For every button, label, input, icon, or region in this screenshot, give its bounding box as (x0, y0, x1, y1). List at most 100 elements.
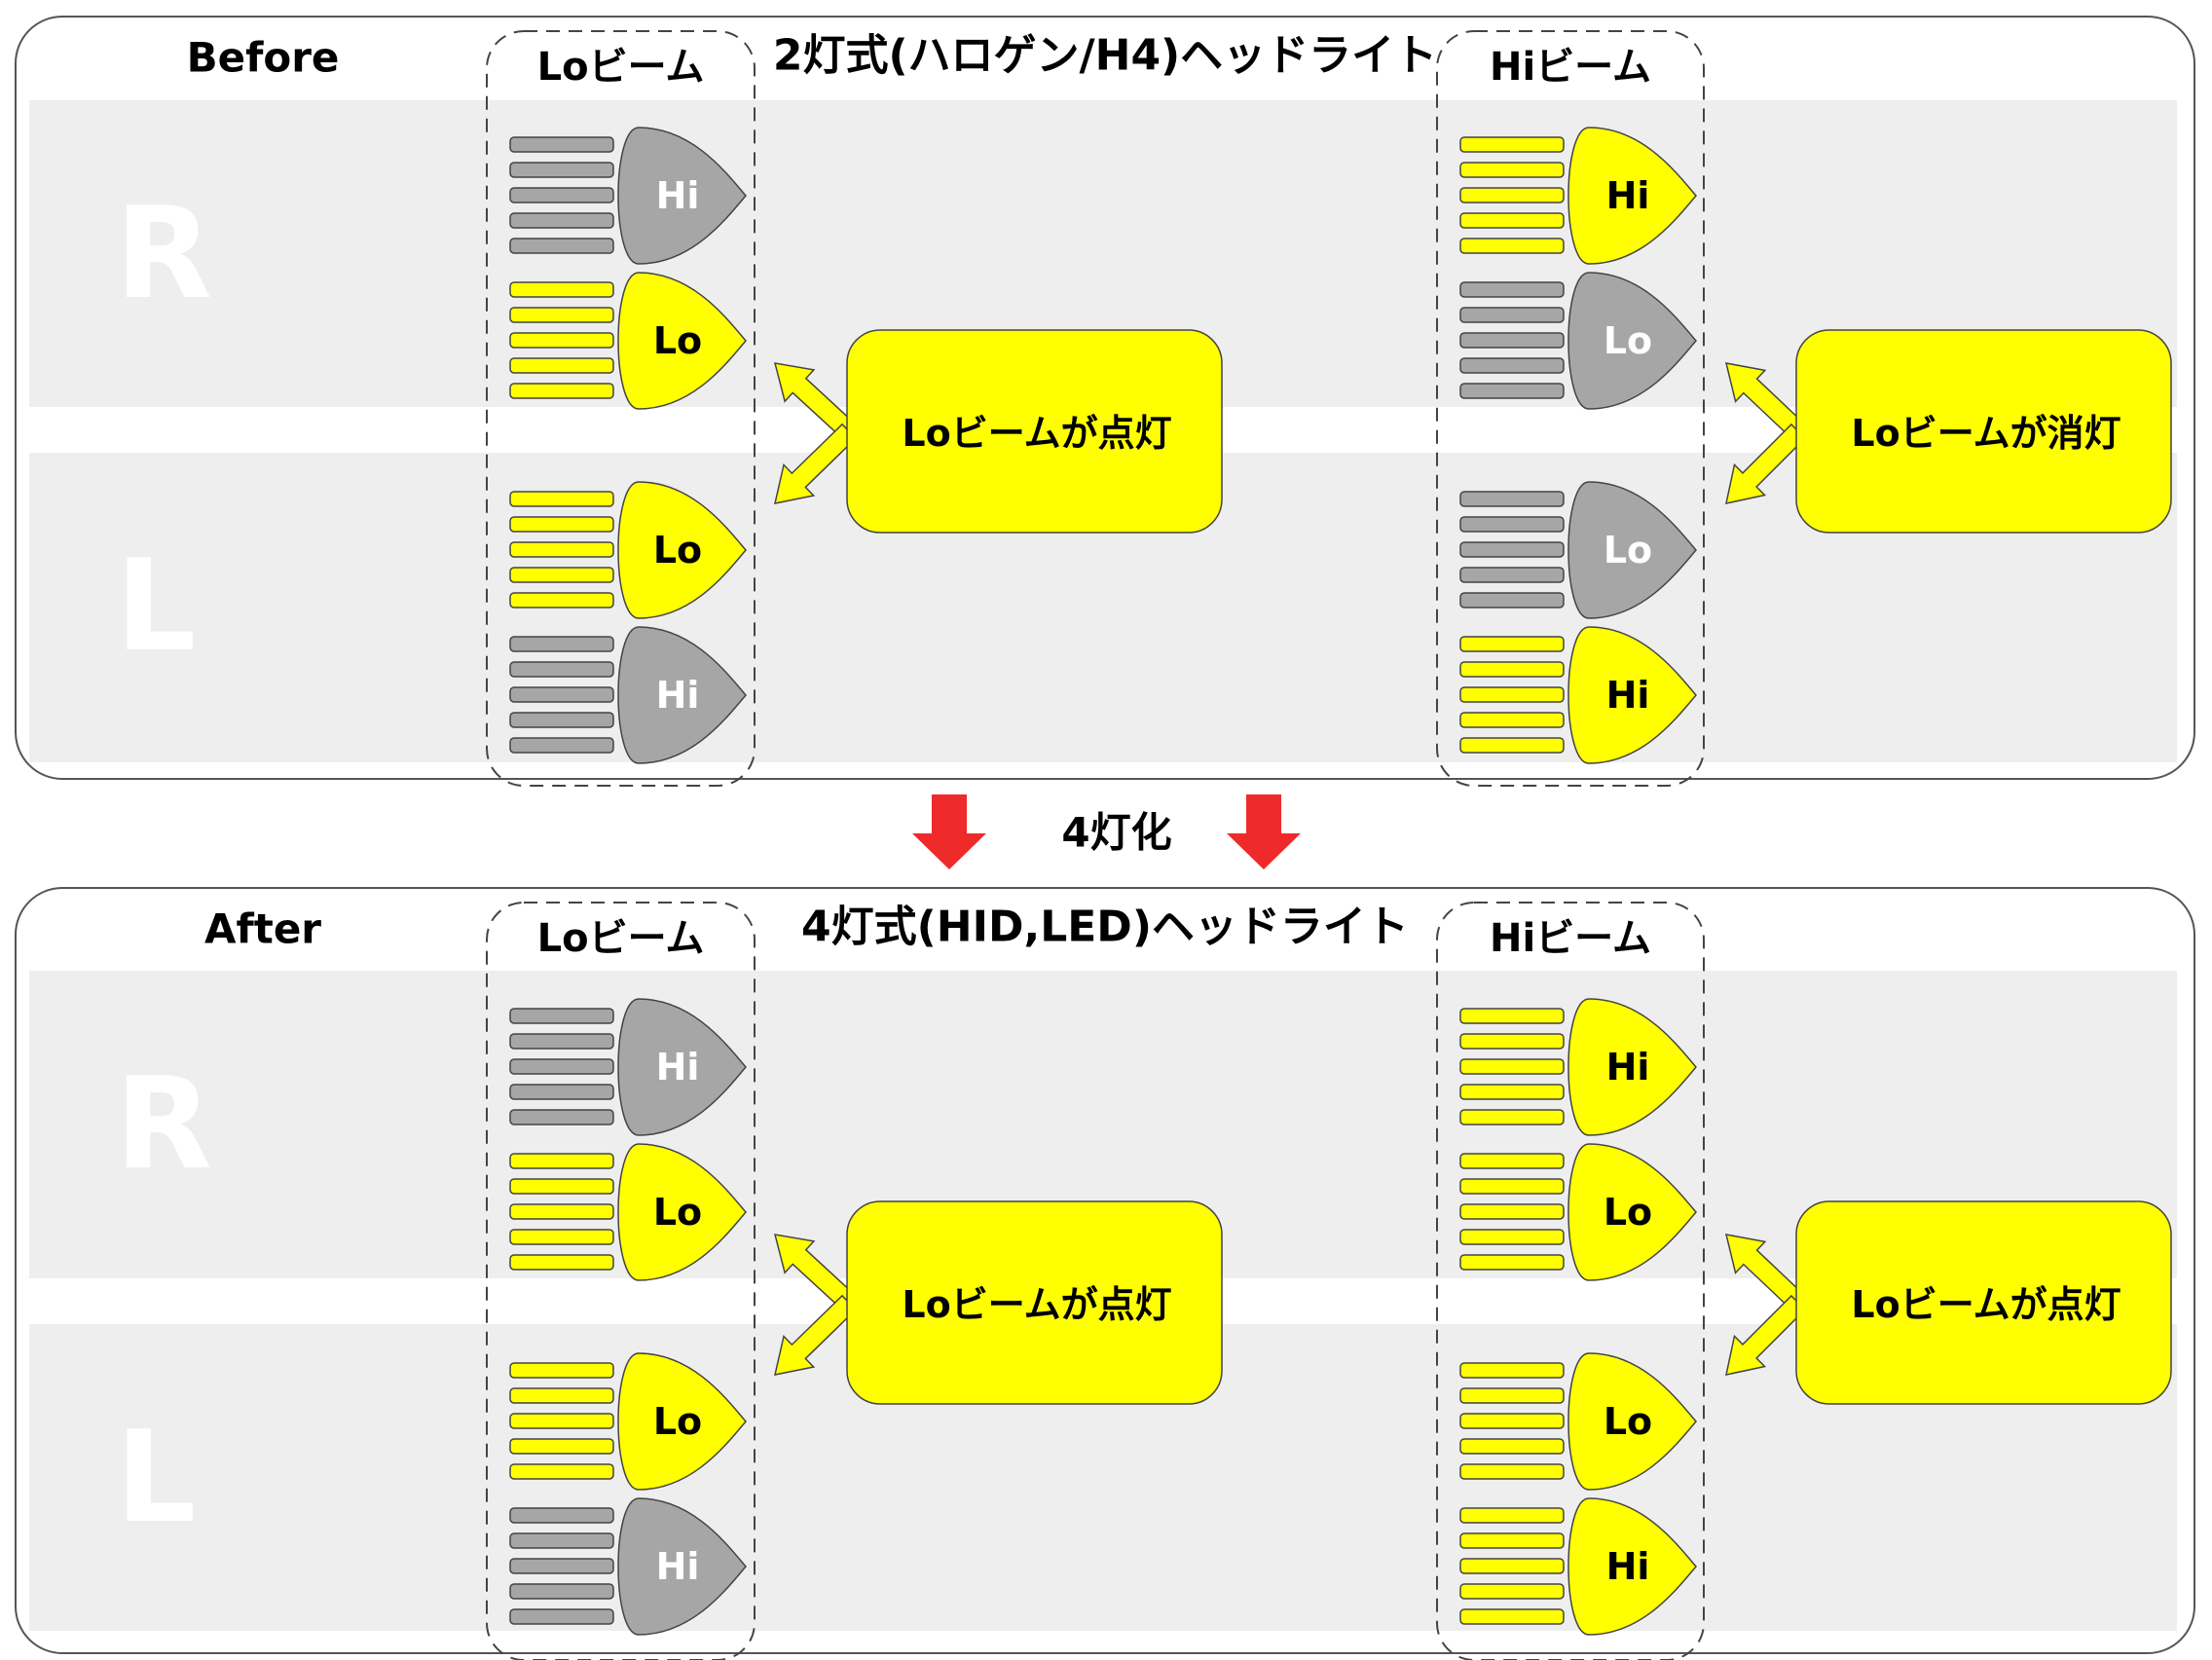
light-ray (1459, 636, 1565, 652)
light-ray (1459, 1463, 1565, 1480)
lamp-label: Lo (1604, 319, 1652, 362)
light-ray (1459, 1387, 1565, 1404)
status-text: Loビームが点灯 (902, 1283, 1171, 1326)
side-label-r: R (115, 179, 212, 327)
light-ray (509, 592, 614, 609)
lamp-lens (617, 1497, 747, 1636)
light-ray (1459, 661, 1565, 678)
light-ray (1459, 1203, 1565, 1220)
light-ray (509, 1153, 614, 1169)
light-ray (509, 1558, 614, 1574)
callout-arrow (1725, 423, 1807, 504)
light-ray (1459, 1008, 1565, 1024)
light-ray (509, 1109, 614, 1125)
panel-label: Before (187, 34, 340, 82)
status-callout: Loビームが点灯 (773, 1200, 1223, 1405)
light-ray (1459, 737, 1565, 754)
lamp: Hi (509, 998, 747, 1136)
light-ray (1459, 1608, 1565, 1625)
light-ray (1459, 1153, 1565, 1169)
light-ray (509, 1532, 614, 1549)
lamp-label: Hi (1606, 174, 1650, 217)
lamp-label: Hi (1606, 674, 1650, 717)
light-ray (509, 1438, 614, 1455)
light-ray (1459, 162, 1565, 178)
lamp: Lo (509, 1143, 747, 1281)
callout-arrow (774, 423, 858, 504)
panel-label: After (204, 905, 321, 953)
panel-title: 2灯式(ハロゲン/H4)ヘッドライト (773, 31, 1437, 81)
light-ray (1459, 592, 1565, 609)
status-box (1795, 1200, 2172, 1405)
light-ray (1459, 1362, 1565, 1379)
light-ray (509, 187, 614, 203)
light-ray (1459, 238, 1565, 254)
beam-group-box (486, 902, 756, 1660)
lamp-label: Lo (653, 529, 702, 572)
light-ray (509, 1058, 614, 1075)
lamp-label: Lo (1604, 529, 1652, 572)
light-ray (1459, 1109, 1565, 1125)
lamp-lens (617, 481, 747, 619)
light-ray (509, 162, 614, 178)
lamp: Hi (1459, 127, 1697, 265)
lamp-label: Hi (656, 1046, 700, 1088)
light-ray (509, 383, 614, 399)
light-ray (509, 281, 614, 298)
lamp: Hi (509, 127, 747, 265)
light-ray (509, 737, 614, 754)
lamp-label: Hi (656, 674, 700, 717)
panel-title: 4灯式(HID,LED)ヘッドライト (801, 903, 1409, 952)
light-ray (1459, 357, 1565, 374)
beam-group-header: Loビーム (537, 916, 705, 961)
light-ray (509, 1413, 614, 1429)
light-ray (509, 1084, 614, 1100)
light-ray (1459, 383, 1565, 399)
light-ray (509, 1203, 614, 1220)
beam-group-header: Loビーム (537, 45, 705, 90)
lamp-label: Lo (1604, 1191, 1652, 1234)
lamp: Lo (509, 481, 747, 619)
lamp-lens (1567, 481, 1697, 619)
light-ray (1459, 1558, 1565, 1574)
light-ray (509, 1608, 614, 1625)
light-ray (509, 1507, 614, 1524)
lamp-lens (617, 272, 747, 410)
light-ray (1459, 187, 1565, 203)
light-ray (509, 1229, 614, 1245)
light-ray (1459, 1413, 1565, 1429)
light-ray (509, 567, 614, 583)
lamp-label: Lo (653, 319, 702, 362)
lamp: Lo (509, 272, 747, 410)
lamp-label: Hi (656, 174, 700, 217)
lamp-lens (1567, 1352, 1697, 1491)
lamp-lens (617, 1352, 747, 1491)
light-ray (1459, 1033, 1565, 1050)
light-ray (1459, 1532, 1565, 1549)
light-ray (509, 1178, 614, 1195)
transition: 4灯化 (912, 794, 1301, 869)
lamp: Hi (509, 626, 747, 764)
lamp: Hi (1459, 626, 1697, 764)
light-ray (509, 1362, 614, 1379)
status-text: Loビームが点灯 (1851, 1283, 2120, 1326)
light-ray (1459, 1058, 1565, 1075)
light-ray (509, 661, 614, 678)
lamp-lens (617, 127, 747, 265)
light-ray (509, 136, 614, 153)
light-ray (509, 1008, 614, 1024)
light-ray (509, 307, 614, 323)
status-callout: Loビームが消灯 (1724, 329, 2172, 534)
side-label-r: R (115, 1050, 212, 1198)
light-ray (1459, 1438, 1565, 1455)
light-ray (509, 1583, 614, 1600)
lamp-label: Hi (1606, 1545, 1650, 1588)
light-ray (509, 212, 614, 229)
light-ray (509, 238, 614, 254)
light-ray (1459, 136, 1565, 153)
beam-group-box (1436, 30, 1705, 787)
light-ray (1459, 281, 1565, 298)
lamp-label: Lo (653, 1400, 702, 1443)
